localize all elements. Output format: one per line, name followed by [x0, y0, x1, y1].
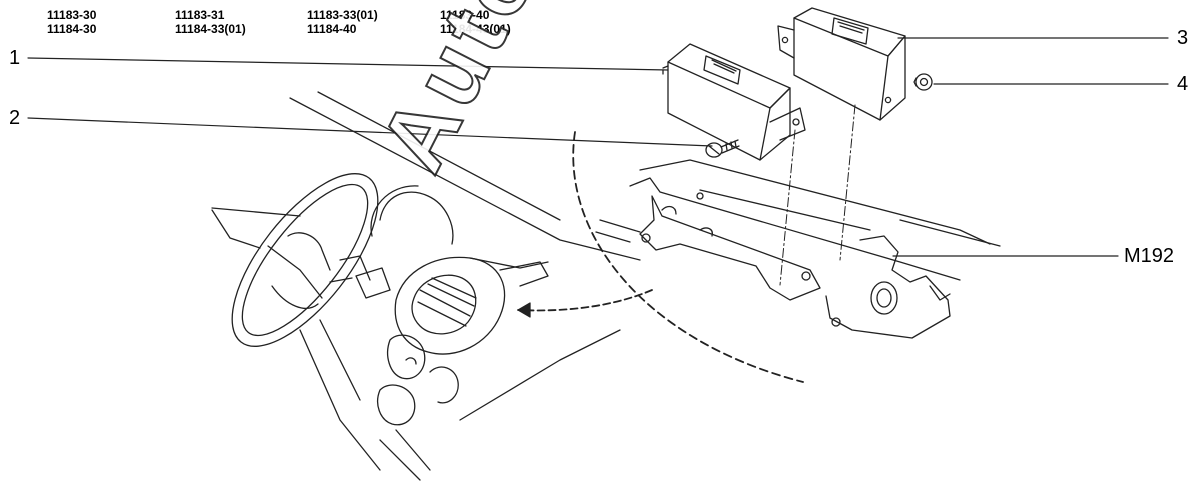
bolt-2	[705, 139, 740, 158]
model-code: 11184-33(01)	[175, 22, 246, 36]
mounting-bracket	[595, 159, 1001, 339]
model-code: 11184-30	[47, 22, 97, 36]
model-code-col-3: 11183-33(01) 11184-40	[307, 8, 378, 36]
callout-3: 3	[1177, 27, 1189, 49]
model-code-col-1: 11183-30 11184-30	[47, 8, 96, 36]
interior-dashboard	[211, 91, 641, 481]
nut-4	[913, 73, 933, 91]
model-code-col-2: 11183-31 11184-33(01)	[175, 8, 246, 36]
model-code: 11183-40	[440, 8, 490, 22]
model-code: 11183-33(01)	[307, 8, 378, 22]
model-code: 11184-43(01)	[440, 22, 511, 36]
callout-2: 2	[9, 107, 21, 129]
alignment-lines	[779, 104, 856, 286]
callout-m192: M192	[1124, 245, 1175, 267]
model-code: 11184-40	[307, 22, 357, 36]
model-code-col-4: 11183-40 11184-43(01)	[440, 8, 511, 36]
control-unit-1	[662, 43, 806, 161]
detail-arc	[572, 131, 804, 383]
callout-1: 1	[9, 47, 21, 69]
control-unit-3	[777, 7, 906, 121]
leader-1	[27, 57, 669, 71]
leader-lines	[27, 37, 1169, 257]
arrow-head	[517, 302, 531, 318]
callout-4: 4	[1177, 73, 1189, 95]
leader-2	[27, 117, 713, 147]
model-code: 11183-30	[47, 8, 97, 22]
location-arrow	[517, 289, 653, 312]
model-code: 11183-31	[175, 8, 225, 22]
